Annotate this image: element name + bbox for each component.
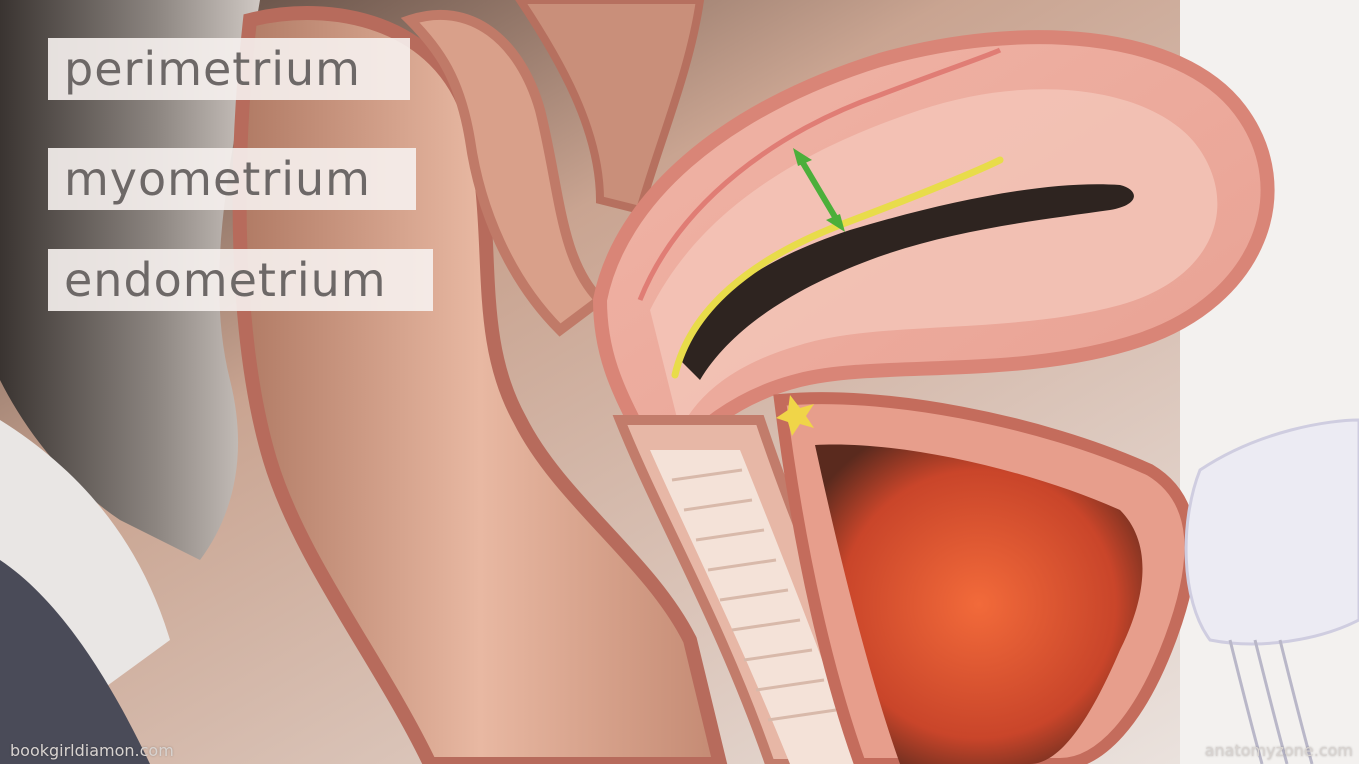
label-endometrium: endometrium	[48, 249, 433, 311]
label-myometrium: myometrium	[48, 148, 416, 210]
watermark-right: anatomyzone.com	[1205, 741, 1353, 760]
label-perimetrium: perimetrium	[48, 38, 410, 100]
watermark-left: bookgirldiamon.com	[10, 741, 174, 760]
